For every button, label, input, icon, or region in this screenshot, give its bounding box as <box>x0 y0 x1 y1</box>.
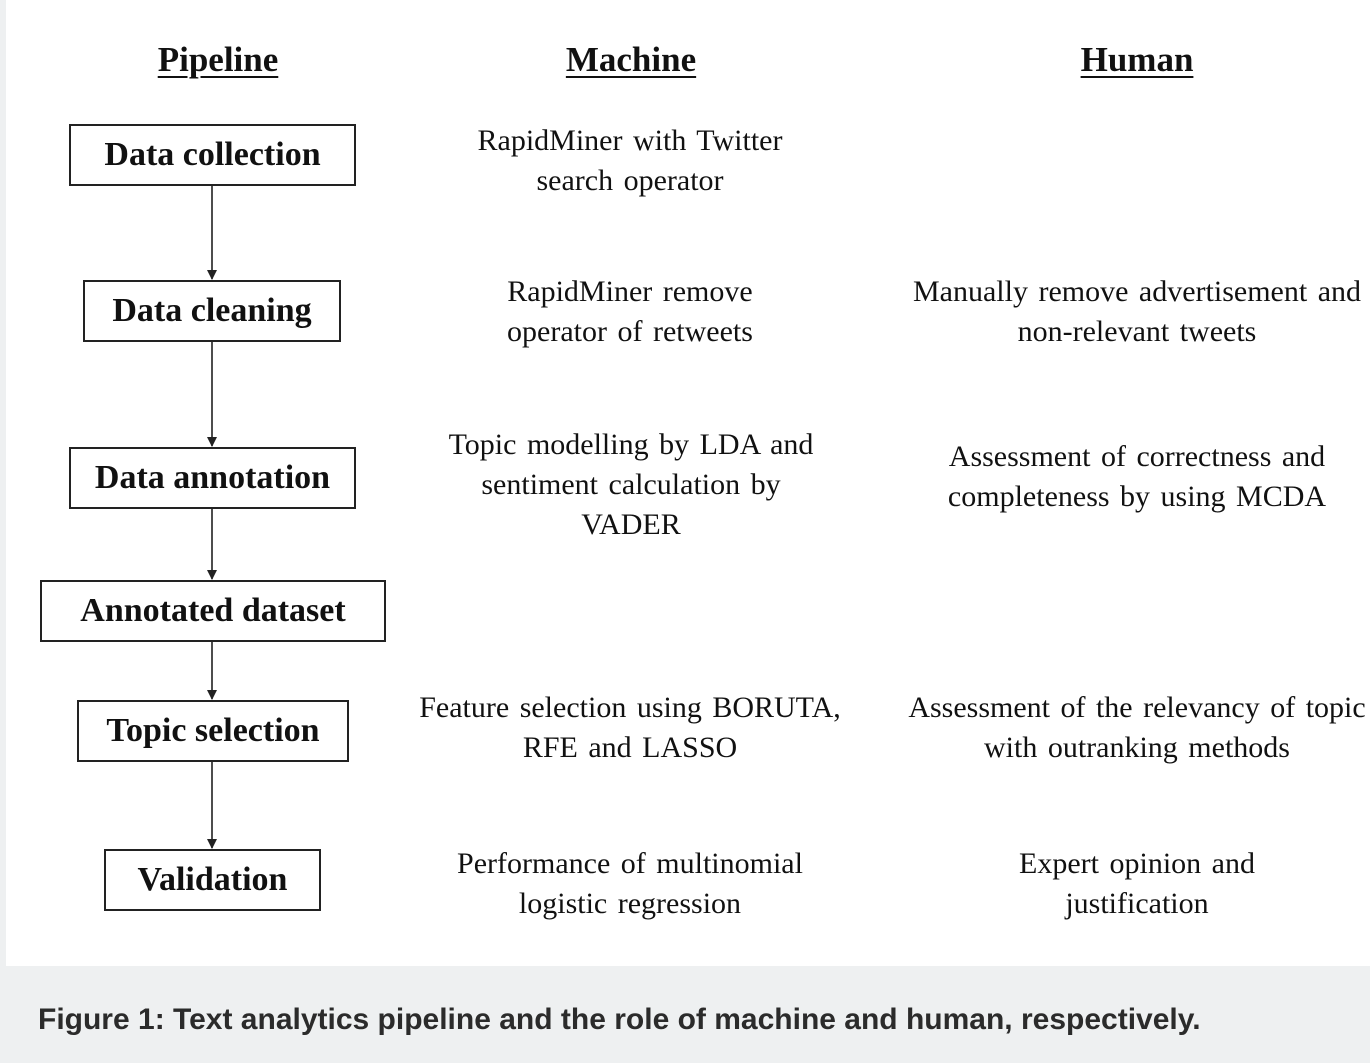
step-box-validation: Validation <box>104 849 321 911</box>
machine-desc-line: RapidMiner with Twitter <box>477 124 783 157</box>
pipeline-figure: Pipeline Machine Human Data collection D… <box>6 0 1370 966</box>
machine-desc-line: Feature selection using BORUTA, <box>419 691 841 724</box>
machine-desc-data-collection: RapidMiner with Twitter search operator <box>478 121 783 201</box>
human-desc-line: justification <box>1065 887 1209 920</box>
machine-desc-line: search operator <box>536 164 724 197</box>
machine-desc-line: VADER <box>581 508 681 541</box>
step-box-data-annotation: Data annotation <box>69 447 356 509</box>
machine-desc-data-annotation: Topic modelling by LDA and sentiment cal… <box>449 425 814 545</box>
machine-desc-data-cleaning: RapidMiner remove operator of retweets <box>507 272 753 352</box>
human-desc-line: Assessment of correctness and <box>948 440 1326 473</box>
pipeline-arrows <box>207 185 217 849</box>
step-box-annotated-dataset: Annotated dataset <box>40 580 386 642</box>
step-box-topic-selection: Topic selection <box>77 700 349 762</box>
figure-caption: Figure 1: Text analytics pipeline and th… <box>38 1003 1201 1036</box>
human-header: Human <box>1080 40 1194 79</box>
human-desc-line: Assessment of the relevancy of topic <box>908 691 1366 724</box>
human-desc-topic-selection: Assessment of the relevancy of topic wit… <box>908 688 1365 768</box>
human-desc-line: with outranking methods <box>984 731 1290 764</box>
pipeline-header: Pipeline <box>157 40 279 79</box>
human-desc-line: non-relevant tweets <box>1017 315 1257 348</box>
human-desc-data-annotation: Assessment of correctness and completene… <box>948 437 1326 517</box>
machine-desc-line: sentiment calculation by <box>481 468 781 501</box>
human-desc-data-cleaning: Manually remove advertisement and non-re… <box>913 272 1361 352</box>
human-desc-line: completeness by using MCDA <box>947 480 1327 513</box>
machine-desc-line: RFE and LASSO <box>522 731 738 764</box>
machine-desc-line: Topic modelling by LDA and <box>448 428 814 461</box>
machine-desc-validation: Performance of multinomial logistic regr… <box>457 844 803 924</box>
machine-desc-topic-selection: Feature selection using BORUTA, RFE and … <box>419 688 841 768</box>
machine-header: Machine <box>565 40 697 79</box>
human-desc-line: Manually remove advertisement and <box>912 275 1362 308</box>
machine-desc-line: RapidMiner remove <box>507 275 753 308</box>
machine-desc-line: logistic regression <box>518 887 742 920</box>
machine-desc-line: Performance of multinomial <box>457 847 803 880</box>
machine-desc-line: operator of retweets <box>507 315 753 348</box>
step-box-data-cleaning: Data cleaning <box>83 280 341 342</box>
human-desc-line: Expert opinion and <box>1019 847 1255 880</box>
human-desc-validation: Expert opinion and justification <box>1019 844 1255 924</box>
step-box-data-collection: Data collection <box>69 124 356 186</box>
